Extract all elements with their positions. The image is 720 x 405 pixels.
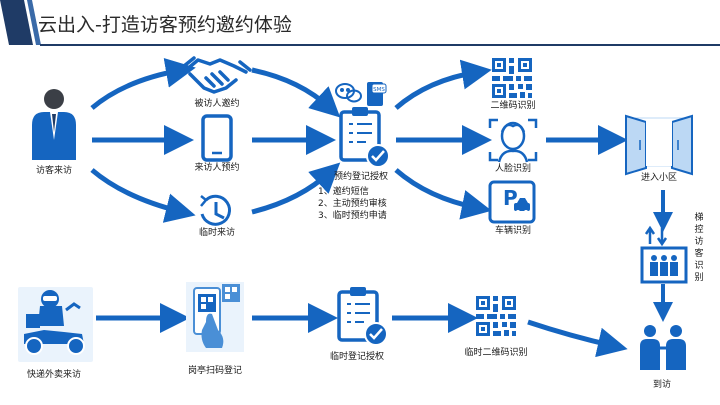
label-temp-auth: 临时登记授权: [329, 352, 385, 362]
page-title: 云出入-打造访客预约邀约体验: [38, 14, 292, 36]
label-qr-recog: 二维码识别: [490, 101, 536, 111]
clock-icon: [200, 194, 231, 226]
label-face-recog: 人脸识别: [494, 164, 532, 174]
clipboard-check-icon: [337, 287, 388, 346]
label-temp-qr: 临时二维码识别: [464, 348, 528, 358]
arrow-tempqr-arrive: [527, 319, 628, 358]
label-booking-auth: 预约登记授权: [333, 172, 389, 182]
arrow-temp-auth: [251, 162, 341, 215]
wechat-icon: [335, 83, 362, 103]
header-accent: [0, 0, 41, 45]
delivery-scooter-icon: [18, 287, 93, 362]
label-elevator-recog: 梯控访客识别: [694, 213, 704, 283]
label-temp-visit: 临时来访: [198, 228, 236, 238]
people-pair-icon: [640, 325, 686, 370]
svg-text:P: P: [503, 186, 518, 210]
arrow-visitor-invited: [90, 57, 196, 110]
label-courier: 快递外卖来访: [26, 370, 82, 380]
label-invited: 被访人邀约: [194, 99, 240, 109]
phone-scan-qr-icon: [186, 282, 244, 352]
face-scan-icon: [488, 118, 538, 163]
auth-list: 1、邀约短信 2、主动预约审核 3、临时预约申请: [318, 186, 387, 222]
clipboard-check-icon: [339, 107, 390, 168]
person-suit-icon: [32, 89, 76, 160]
elevator-icon: [640, 225, 688, 284]
auth-list-item: 2、主动预约审核: [318, 199, 387, 209]
open-door-icon: [625, 114, 693, 176]
label-arrive: 到访: [652, 380, 672, 390]
label-gate-scan: 岗亭扫码登记: [187, 366, 243, 376]
arrow-auth-vehicle: [394, 168, 492, 220]
arrow-auth-qr: [394, 59, 492, 110]
label-enter-community: 进入小区: [640, 173, 678, 183]
arrow-visitor-temp: [90, 168, 196, 223]
auth-list-item: 3、临时预约申请: [318, 211, 387, 221]
auth-list-item: 1、邀约短信: [318, 187, 369, 197]
label-visitor-booking: 来访人预约: [194, 163, 240, 173]
qr-code-icon: [476, 296, 516, 336]
label-vehicle-recog: 车辆识别: [494, 226, 532, 236]
qr-code-icon: [492, 58, 532, 98]
arrow-invited-auth: [251, 67, 341, 118]
handshake-icon: [182, 56, 252, 94]
smartphone-icon: [201, 114, 233, 162]
label-visitor: 访客来访: [35, 166, 73, 176]
sms-icon: SMS: [367, 82, 387, 106]
parking-car-icon: P: [488, 180, 536, 224]
svg-text:SMS: SMS: [373, 87, 385, 93]
